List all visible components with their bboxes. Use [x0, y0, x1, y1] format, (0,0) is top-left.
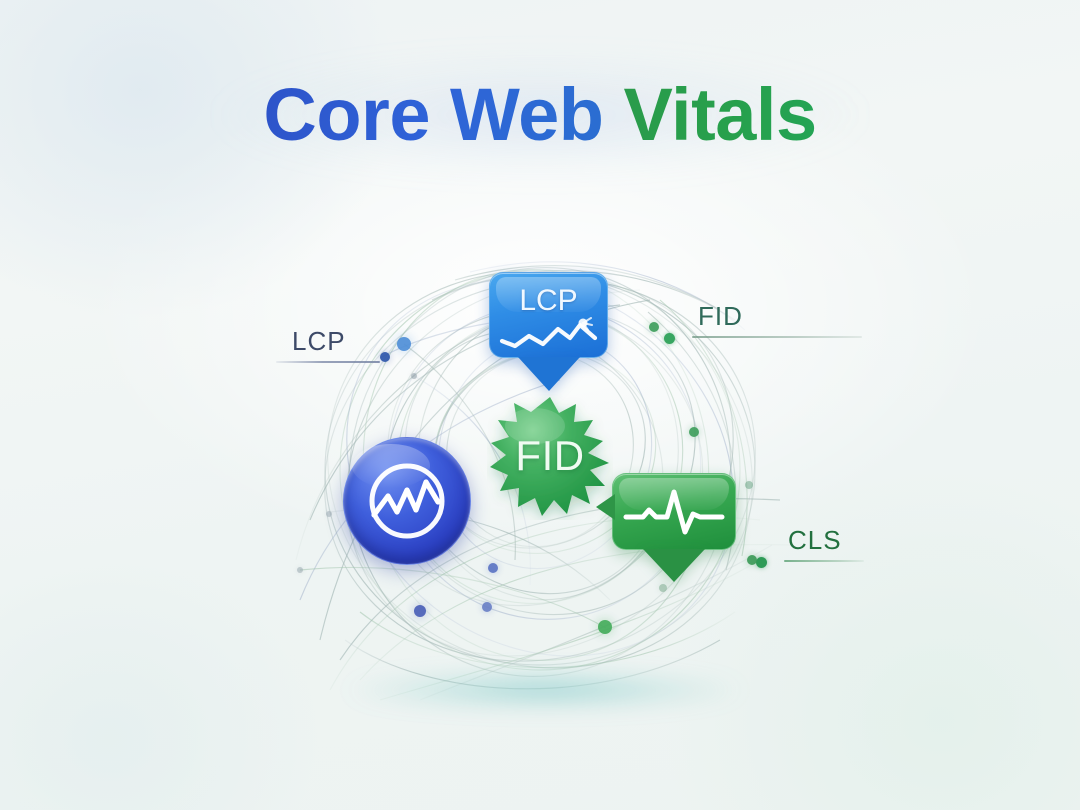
label-cls-dot: [756, 557, 767, 568]
network-node-dot: [326, 511, 332, 517]
ground-shadow: [345, 672, 745, 708]
badge-lcp-body: LCP: [489, 272, 608, 391]
page-title: Core Web Vitals: [0, 50, 1080, 180]
network-node-dot: [747, 555, 757, 565]
network-node-dot: [380, 352, 390, 362]
badge-cls[interactable]: [596, 473, 736, 582]
label-fid-rule: [692, 336, 862, 338]
network-node-dot: [598, 620, 612, 634]
badge-circle-metric[interactable]: [343, 437, 487, 565]
network-node-dot: [649, 322, 659, 332]
badge-fid-label: FID: [515, 432, 585, 479]
network-node-dot: [689, 427, 699, 437]
network-node-dot: [297, 567, 303, 573]
label-lcp-text: LCP: [292, 326, 346, 356]
line-chart-spark-icon: [499, 317, 598, 349]
network-node-dot: [482, 602, 492, 612]
label-lcp: LCP: [276, 326, 380, 363]
title-glow: [220, 50, 860, 180]
badge-circle-body: [343, 437, 471, 565]
network-node-dot: [397, 337, 411, 351]
network-node-dot: [414, 605, 426, 617]
label-cls-text: CLS: [788, 525, 842, 555]
badge-lcp-label: LCP: [519, 284, 578, 317]
badge-fid[interactable]: FID: [487, 394, 613, 520]
heartbeat-pulse-icon: [623, 489, 725, 535]
burst-icon: [490, 397, 609, 516]
badge-lcp[interactable]: LCP: [489, 272, 608, 391]
badge-fid-burst: FID: [487, 394, 613, 520]
network-node-dot: [488, 563, 498, 573]
title-part-blue: Core Web: [263, 73, 624, 156]
network-node-dot: [745, 481, 753, 489]
network-node-dot: [411, 373, 417, 379]
badge-lcp-tail: [517, 357, 580, 391]
label-fid-text: FID: [698, 301, 743, 331]
label-cls-rule: [784, 560, 864, 562]
label-cls: CLS: [756, 525, 864, 568]
network-node-dot: [659, 584, 667, 592]
label-lcp-rule: [276, 361, 380, 363]
label-fid: FID: [664, 301, 862, 344]
badge-cls-body: [596, 473, 736, 582]
title-part-green: Vitals: [623, 73, 818, 156]
badge-cls-side-notch: [596, 494, 615, 520]
badge-cls-tail: [643, 549, 705, 582]
label-fid-dot: [664, 333, 675, 344]
waveform-circle-icon: [369, 463, 445, 539]
